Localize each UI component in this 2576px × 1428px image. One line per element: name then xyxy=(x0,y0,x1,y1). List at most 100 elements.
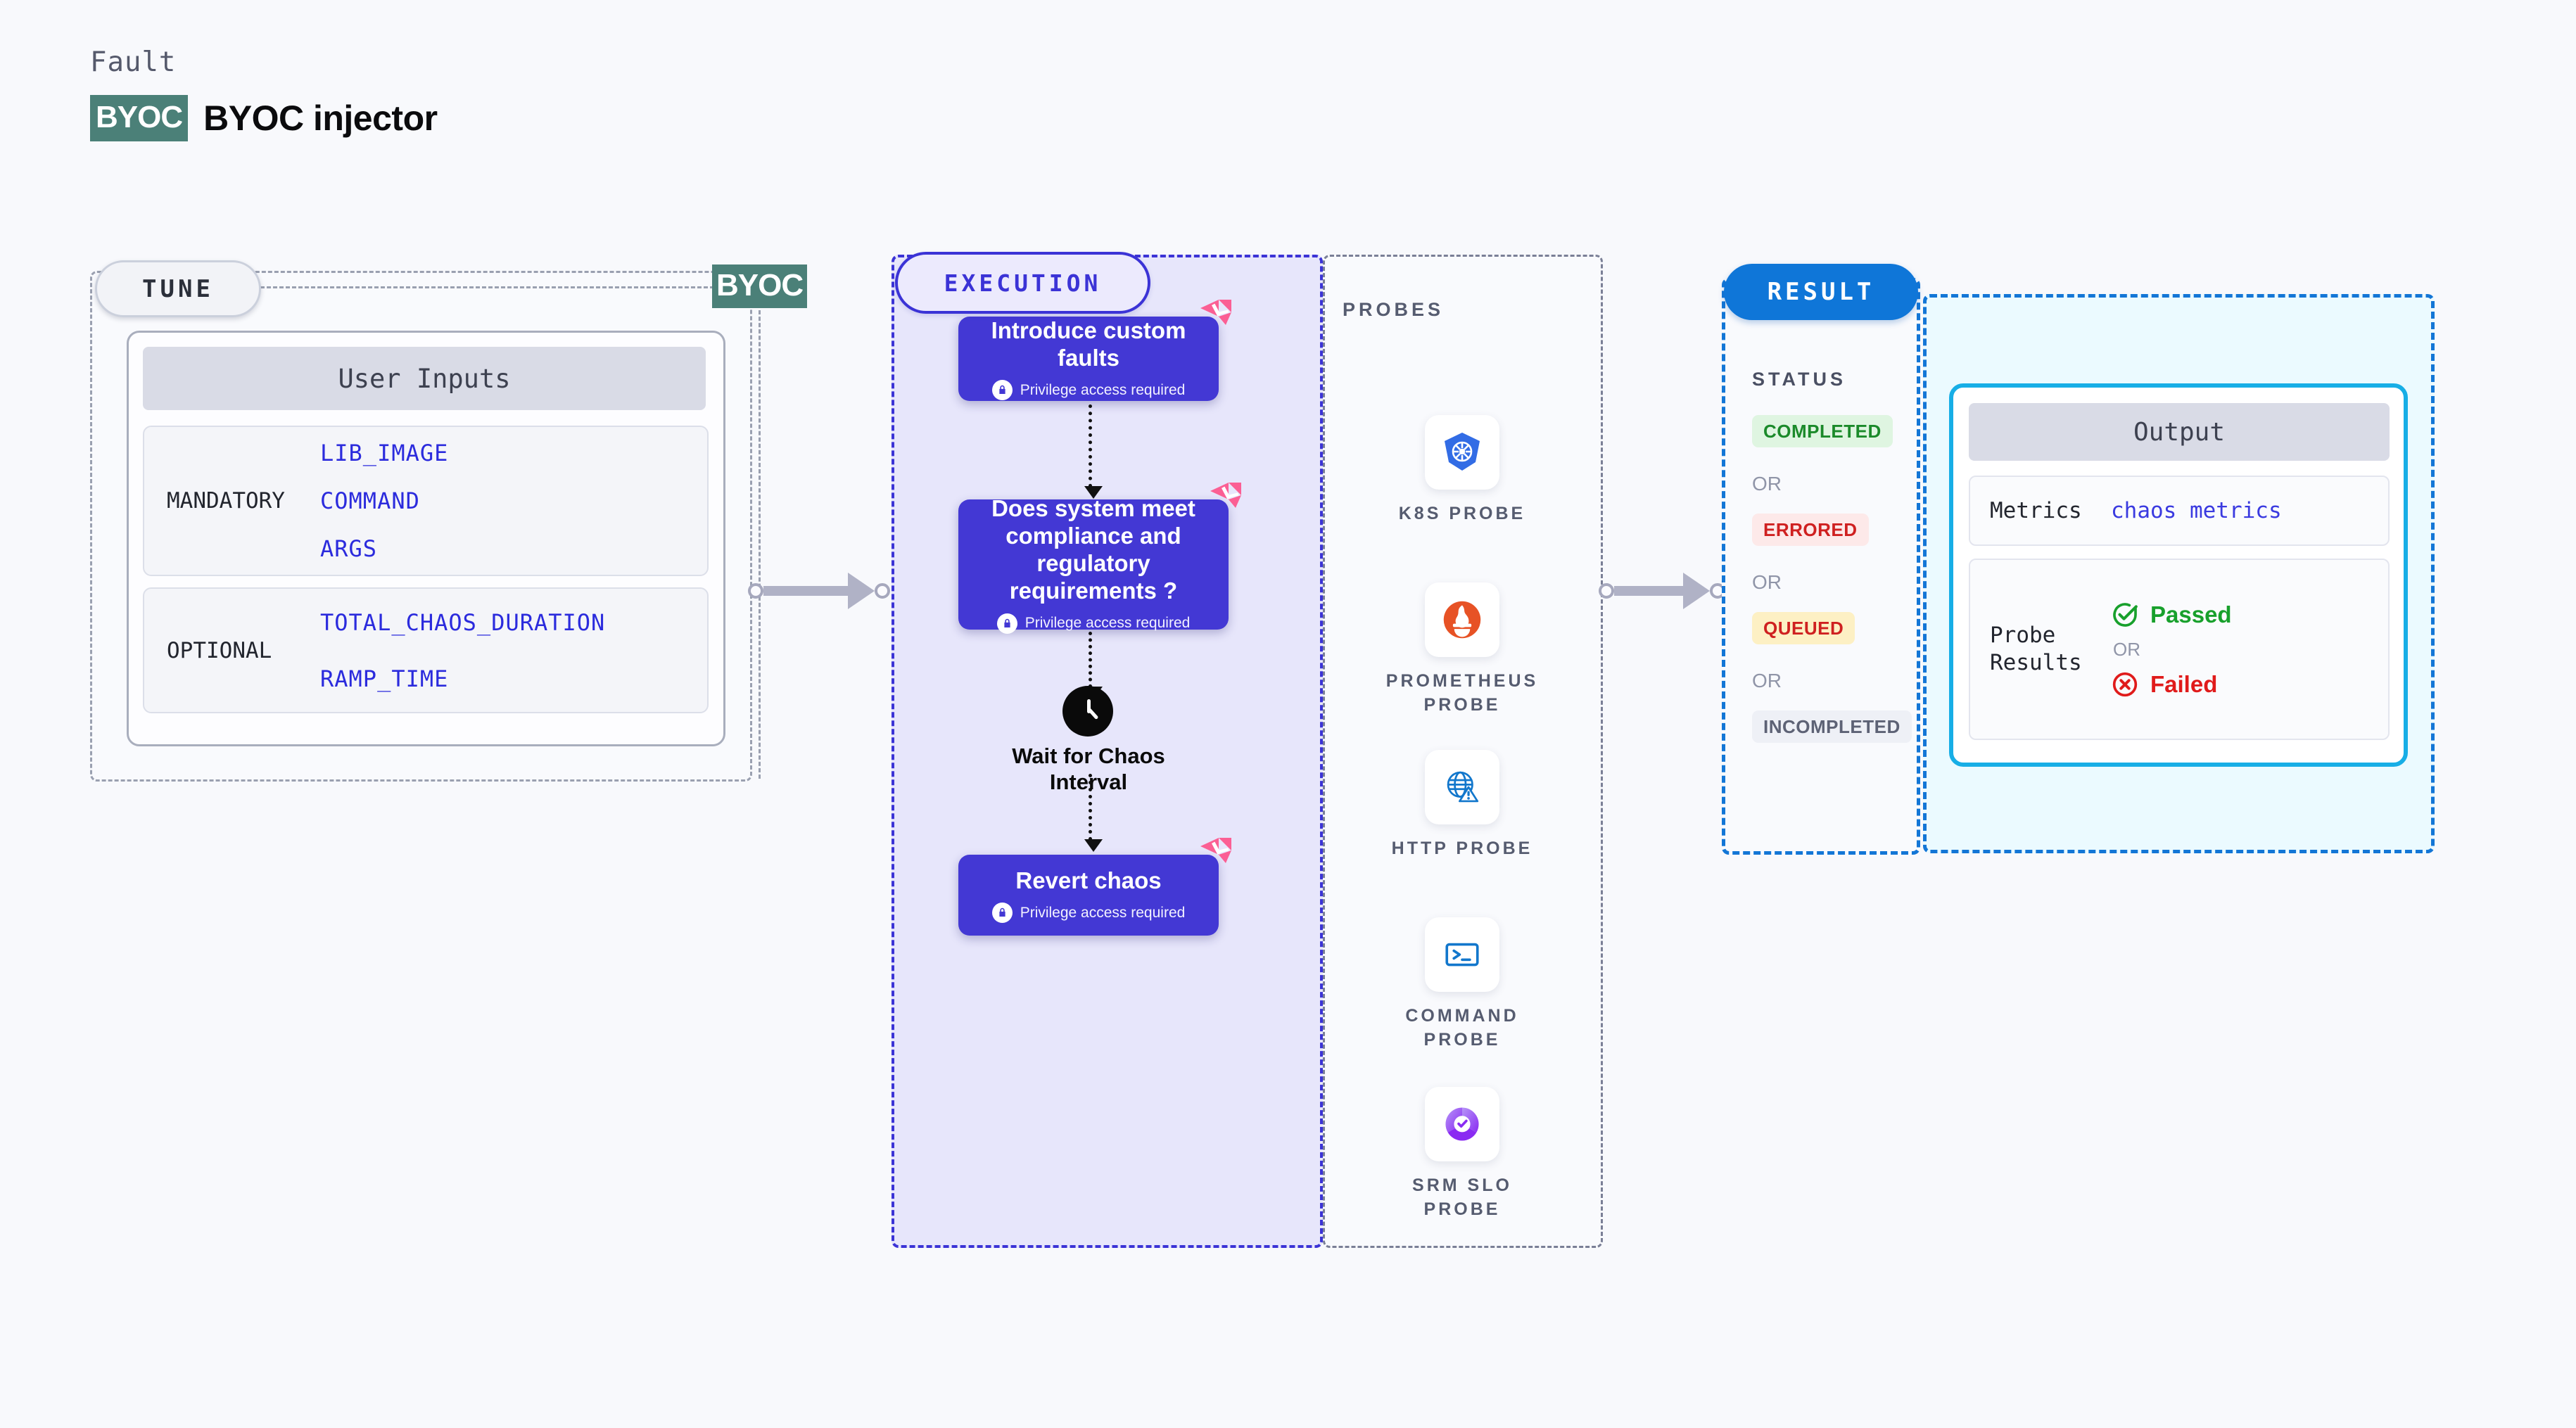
privilege-text: Privilege access required xyxy=(1024,615,1191,632)
connector-bar xyxy=(763,586,848,596)
probe-icon-tile xyxy=(1425,1087,1499,1161)
input-key[interactable]: COMMAND xyxy=(320,487,420,514)
tune-dashed-connector-horizontal xyxy=(260,286,714,288)
lock-icon xyxy=(996,613,1017,634)
input-group-optional: OPTIONAL TOTAL_CHAOS_DURATION RAMP_TIME xyxy=(143,587,709,713)
input-key[interactable]: TOTAL_CHAOS_DURATION xyxy=(320,608,606,636)
probe-icon-tile xyxy=(1425,750,1499,824)
probe-label: COMMAND PROBE xyxy=(1405,1006,1519,1050)
output-row-metrics: Metrics chaos metrics xyxy=(1969,476,2390,546)
probe-icon-tile xyxy=(1425,415,1499,490)
srm-slo-icon xyxy=(1445,1107,1479,1141)
status-badge-completed: COMPLETED xyxy=(1752,415,1893,447)
input-group-items: TOTAL_CHAOS_DURATION RAMP_TIME xyxy=(320,609,605,692)
execution-panel xyxy=(892,255,1323,1248)
node-title: Introduce custom faults xyxy=(991,317,1186,371)
probe-item-http[interactable]: HTTP PROBE xyxy=(1385,750,1540,861)
status-badge-incompleted: INCOMPLETED xyxy=(1752,710,1912,743)
input-group-label: MANDATORY xyxy=(167,488,285,514)
probe-label: PROMETHEUS PROBE xyxy=(1385,671,1539,715)
probe-item-command[interactable]: COMMAND PROBE xyxy=(1385,917,1540,1052)
privilege-text: Privilege access required xyxy=(1020,381,1186,398)
probe-result-passed: Passed xyxy=(2111,601,2232,629)
input-group-label: OPTIONAL xyxy=(167,637,272,663)
byoc-badge: BYOC xyxy=(90,95,189,141)
harness-ribbon-icon xyxy=(1210,483,1241,508)
x-circle-icon xyxy=(2112,672,2138,696)
page-header: Fault BYOC BYOC injector xyxy=(90,46,438,141)
connector-arrowhead xyxy=(848,573,875,609)
check-circle-icon xyxy=(2113,602,2138,627)
execution-node-introduce-faults[interactable]: Introduce custom faults Privilege access… xyxy=(958,300,1231,401)
input-group-mandatory: MANDATORY LIB_IMAGE COMMAND ARGS xyxy=(143,426,709,576)
probe-label: K8S PROBE xyxy=(1398,504,1526,523)
terminal-icon xyxy=(1445,943,1479,967)
output-title: Output xyxy=(1969,403,2390,461)
connector-execution-to-result xyxy=(1599,573,1725,609)
output-key-probe-results: Probe Results xyxy=(1990,623,2082,675)
tune-byoc-marker: BYOC xyxy=(712,264,808,308)
lock-icon xyxy=(991,903,1013,924)
probe-results-values: Passed OR Failed xyxy=(2111,601,2232,699)
user-inputs-title: User Inputs xyxy=(143,347,706,410)
flow-arrow xyxy=(1084,404,1103,499)
connector-dot xyxy=(1599,583,1614,599)
node-privilege-row: Privilege access required xyxy=(991,380,1186,401)
probe-item-srm-slo[interactable]: SRM SLO PROBE xyxy=(1385,1087,1540,1222)
lock-icon xyxy=(991,380,1013,401)
or-separator: OR xyxy=(1752,473,1782,495)
input-key[interactable]: ARGS xyxy=(320,535,378,562)
globe-warning-icon xyxy=(1447,771,1479,803)
execution-node-compliance-check[interactable]: Does system meet compliance and regulato… xyxy=(958,483,1241,634)
probes-section-label: PROBES xyxy=(1343,299,1445,320)
probe-item-k8s[interactable]: K8S PROBE xyxy=(1385,415,1540,526)
or-separator: OR xyxy=(2113,638,2140,660)
harness-ribbon-icon xyxy=(1200,300,1231,325)
or-separator: OR xyxy=(1752,670,1782,691)
input-key[interactable]: RAMP_TIME xyxy=(320,665,449,692)
output-card: Output Metrics chaos metrics Probe Resul… xyxy=(1949,383,2408,767)
harness-ribbon-icon xyxy=(1200,838,1231,863)
tune-stage-pill[interactable]: TUNE xyxy=(95,260,261,317)
output-row-probe-results: Probe Results Passed OR Failed xyxy=(1969,559,2390,740)
privilege-text: Privilege access required xyxy=(1020,904,1186,921)
connector-bar xyxy=(1614,586,1683,596)
output-key-metrics: Metrics xyxy=(1990,497,2082,523)
connector-arrowhead xyxy=(1683,573,1710,609)
input-group-items: LIB_IMAGE COMMAND ARGS xyxy=(320,440,448,562)
connector-tune-to-execution xyxy=(748,573,890,609)
tune-dashed-connector-vertical xyxy=(759,304,761,779)
clock-hand-minute xyxy=(1087,707,1099,720)
page-title: BYOC injector xyxy=(203,98,438,138)
connector-dot xyxy=(875,583,890,599)
execution-stage-pill[interactable]: EXECUTION xyxy=(895,252,1150,314)
flow-arrow xyxy=(1084,632,1103,699)
node-title: Does system meet compliance and regulato… xyxy=(991,495,1195,604)
execution-node-revert-chaos[interactable]: Revert chaos Privilege access required xyxy=(958,838,1231,936)
probe-label: HTTP PROBE xyxy=(1391,839,1533,858)
probe-passed-label: Passed xyxy=(2150,601,2232,627)
status-badge-errored: ERRORED xyxy=(1752,514,1869,546)
input-key[interactable]: LIB_IMAGE xyxy=(320,440,449,466)
prometheus-icon xyxy=(1443,601,1481,639)
probe-label: SRM SLO PROBE xyxy=(1412,1175,1512,1219)
probe-result-failed: Failed xyxy=(2111,670,2232,699)
result-stage-pill[interactable]: RESULT xyxy=(1724,264,1918,320)
or-separator: OR xyxy=(1752,571,1782,593)
status-badge-queued: QUEUED xyxy=(1752,612,1855,644)
flow-arrow xyxy=(1084,774,1103,852)
probe-item-prometheus[interactable]: PROMETHEUS PROBE xyxy=(1385,582,1540,718)
node-privilege-row: Privilege access required xyxy=(996,613,1191,634)
kubernetes-icon xyxy=(1445,433,1480,471)
page-kicker: Fault xyxy=(90,46,177,78)
result-status-panel xyxy=(1722,278,1920,855)
node-title: Revert chaos xyxy=(1015,867,1162,893)
node-privilege-row: Privilege access required xyxy=(991,903,1186,924)
probe-icon-tile xyxy=(1425,917,1499,992)
user-inputs-card: User Inputs MANDATORY LIB_IMAGE COMMAND … xyxy=(127,331,725,746)
connector-dot xyxy=(748,583,763,599)
clock-hand-hour xyxy=(1087,699,1091,713)
probe-icon-tile xyxy=(1425,582,1499,657)
output-value-metrics[interactable]: chaos metrics xyxy=(2111,498,2282,523)
status-section-label: STATUS xyxy=(1752,369,1846,390)
